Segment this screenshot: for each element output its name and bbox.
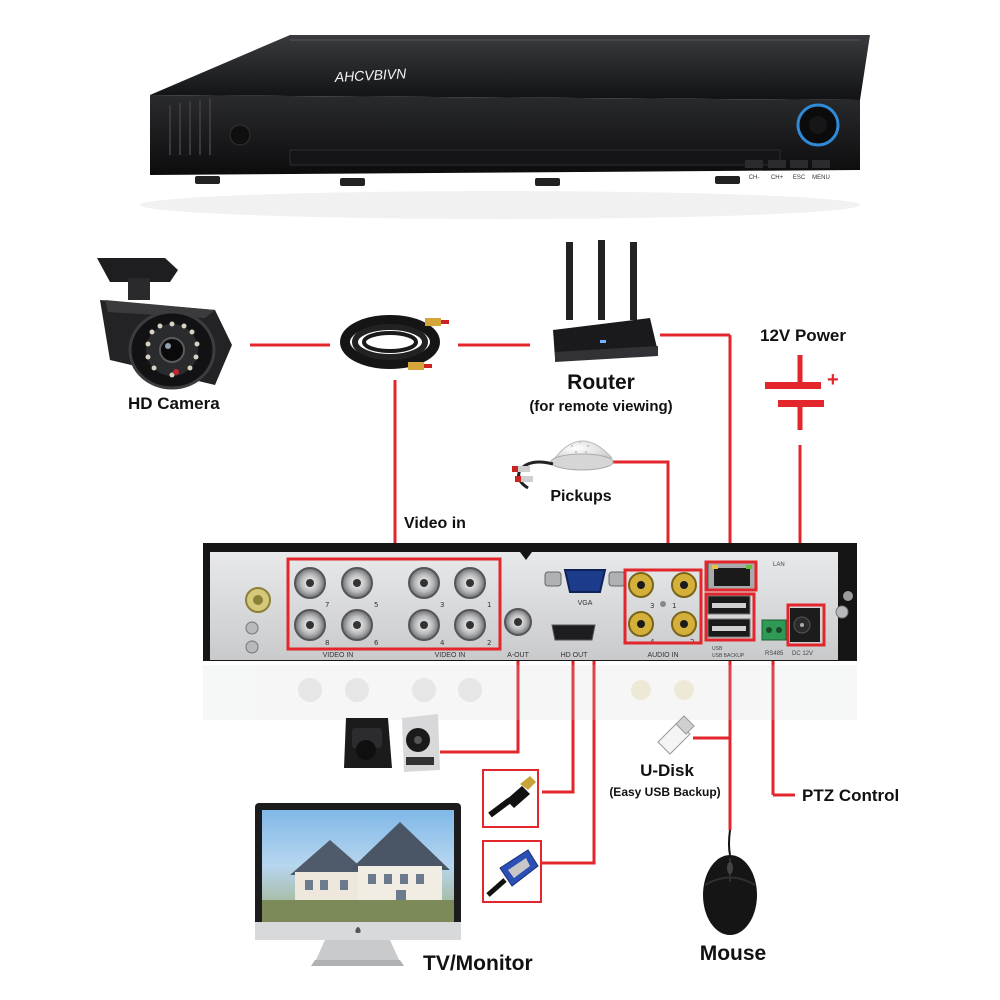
bnc-number: 2 — [487, 639, 491, 647]
front-button-esc[interactable]: ESC — [793, 175, 806, 181]
mouse-label: Mouse — [700, 942, 767, 965]
router-label: Router — [567, 371, 635, 394]
audio-in-port-label: AUDIO IN — [647, 652, 678, 659]
hd-camera — [97, 258, 232, 390]
house-image — [262, 822, 454, 922]
ptz-control-label: PTZ Control — [802, 786, 899, 805]
connection-lines — [250, 333, 802, 865]
audio-in-ports — [628, 572, 697, 637]
front-button-menu[interactable]: MENU — [812, 175, 830, 181]
dc12v-port-label: DC 12V — [792, 651, 813, 657]
front-button-ch-minus[interactable]: CH- — [749, 175, 760, 181]
a-out-port-label: A-OUT — [507, 652, 530, 659]
video-in-port-label-left: VIDEO IN — [323, 652, 354, 659]
video-in-port-label-right: VIDEO IN — [435, 652, 466, 659]
bnc-number: 1 — [487, 601, 491, 609]
tv-monitor — [255, 803, 461, 966]
bnc-number: 8 — [325, 639, 329, 647]
highlight-boxes — [286, 557, 826, 651]
panel-reflection — [203, 665, 857, 720]
power-label: 12V Power — [760, 326, 846, 345]
pickups-label: Pickups — [550, 488, 611, 505]
u-disk-label: U-Disk — [640, 761, 694, 780]
mouse — [703, 829, 757, 935]
apple-icon — [355, 927, 361, 933]
router — [553, 240, 658, 362]
power-symbol: + — [765, 355, 839, 430]
hdmi-port — [551, 624, 596, 641]
lan-port — [707, 561, 757, 591]
bnc-number: 5 — [374, 601, 378, 609]
bnc-connector-group-right — [408, 567, 486, 641]
brand-logo: AHCVBIVN — [333, 65, 407, 85]
dc-power-jack — [790, 608, 820, 642]
bnc-number: 3 — [440, 601, 444, 609]
video-cable-coil — [340, 315, 449, 370]
audio-number: 1 — [672, 602, 676, 610]
lan-port-label: LAN — [773, 562, 785, 568]
audio-number: 3 — [650, 602, 654, 610]
vga-port-label: VGA — [578, 600, 593, 607]
hdmi-cable-box — [482, 769, 539, 828]
side-vents — [169, 98, 211, 155]
front-button-ch-plus[interactable]: CH+ — [771, 175, 784, 181]
pickup-microphone — [512, 440, 614, 490]
vga-port — [544, 569, 626, 593]
hd-camera-label: HD Camera — [128, 394, 220, 413]
tv-monitor-label: TV/Monitor — [423, 952, 533, 975]
rs485-terminal — [761, 619, 787, 641]
u-disk-sublabel: (Easy USB Backup) — [609, 785, 720, 799]
plus-icon: + — [827, 369, 839, 391]
dvr-back-panel: 7 5 8 6 3 1 4 2 VIDEO IN VIDEO IN A-OUT … — [203, 543, 857, 661]
speakers — [344, 714, 440, 772]
nav-control-button[interactable] — [796, 103, 840, 147]
bnc-number: 4 — [440, 639, 445, 647]
usb-ports — [707, 595, 751, 638]
bnc-connector-group-left — [294, 567, 373, 641]
hd-out-port-label: HD OUT — [561, 652, 589, 659]
router-sublabel: (for remote viewing) — [529, 398, 672, 415]
usb-flash-drive — [657, 715, 695, 755]
front-buttons: CH- CH+ ESC MENU — [745, 160, 830, 181]
video-in-label: Video in — [404, 515, 466, 532]
vga-cable-box — [482, 840, 542, 903]
usb-port-label: USB — [712, 646, 723, 652]
dvr-front-unit: AHCVBIVN CH- CH+ ESC MENU — [140, 35, 870, 219]
bnc-number: 7 — [325, 601, 329, 609]
bnc-number: 6 — [374, 639, 379, 647]
usb-backup-port-label: USB BACKUP — [712, 653, 745, 659]
rs485-port-label: RS485 — [765, 651, 784, 657]
